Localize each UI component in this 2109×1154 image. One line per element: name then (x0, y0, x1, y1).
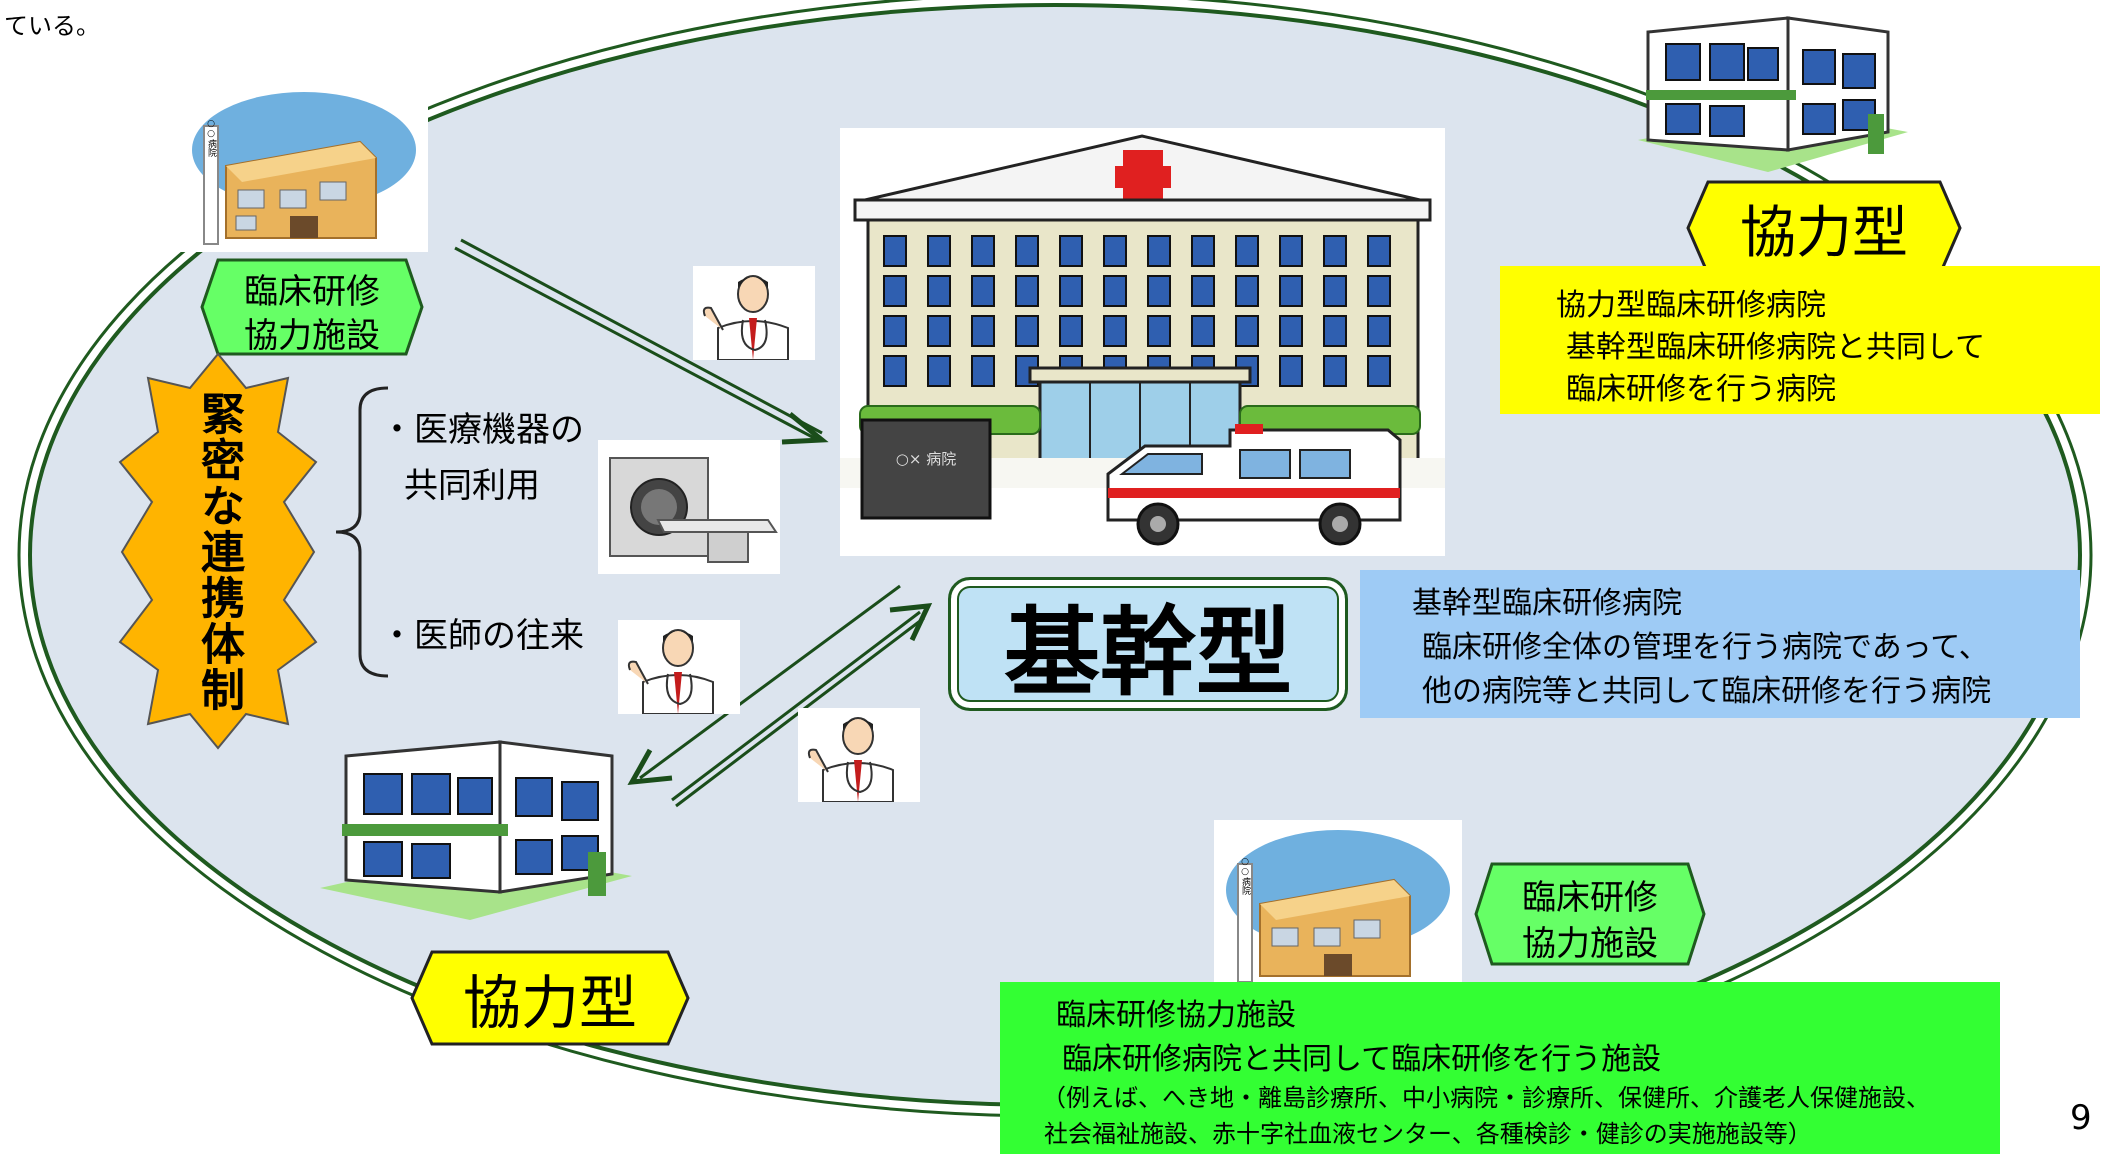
window (1147, 275, 1171, 307)
window (1191, 315, 1215, 347)
coop-desc-title: 協力型臨床研修病院 (1556, 288, 1826, 323)
window (1235, 275, 1259, 307)
window (1059, 315, 1083, 347)
page-number: 9 (2070, 1098, 2092, 1138)
window (1279, 355, 1303, 387)
cooperation-item2: ・医師の往来 (380, 616, 584, 656)
coop-type-badge-bottom: 協力型 (410, 950, 690, 1046)
window (1103, 275, 1127, 307)
window (883, 355, 907, 387)
window (1367, 235, 1391, 267)
facility-label-line2: 協力施設 (1522, 924, 1658, 964)
window (1367, 355, 1391, 387)
ambulance-icon (1106, 424, 1402, 546)
coop-type-label-bottom: 協力型 (462, 969, 637, 1037)
cooperation-item1-line1: ・医療機器の (380, 410, 584, 450)
coop-hospital-building (320, 738, 632, 920)
core-desc-line1: 臨床研修全体の管理を行う病院であって、 (1422, 630, 1989, 665)
coop-description: 協力型臨床研修病院 基幹型臨床研修病院と共同して 臨床研修を行う病院 (1500, 266, 2100, 414)
coop-type-label-top: 協力型 (1740, 200, 1908, 266)
top-note: ている。 (4, 12, 100, 40)
facility-badge-top-left: 臨床研修 協力施設 (200, 258, 424, 356)
facility-sign: ○○病院 (206, 119, 217, 158)
facility-sign: ○○病院 (1240, 857, 1251, 896)
window (1059, 235, 1083, 267)
facility-desc-line1: 臨床研修病院と共同して臨床研修を行う施設 (1062, 1042, 1662, 1077)
window (1279, 235, 1303, 267)
cooperation-item1-line2: 共同利用 (404, 466, 540, 506)
core-description: 基幹型臨床研修病院 臨床研修全体の管理を行う病院であって、 他の病院等と共同して… (1360, 570, 2080, 718)
coop-desc-line2: 臨床研修を行う病院 (1566, 372, 1836, 407)
cooperation-badge: 緊密な連携体制 (118, 352, 318, 750)
hospital-sign: ○× 病院 (896, 450, 956, 468)
doctor-icon (798, 708, 920, 803)
window (927, 355, 951, 387)
window (1367, 275, 1391, 307)
facility-description: 臨床研修協力施設 臨床研修病院と共同して臨床研修を行う施設 （例えば、へき地・離… (1000, 982, 2000, 1154)
window (1015, 315, 1039, 347)
coop-type-badge-top: 協力型 (1686, 180, 1962, 276)
window (1279, 275, 1303, 307)
window (927, 235, 951, 267)
cooperation-badge-label: 緊密な連携体制 (193, 391, 244, 713)
window (883, 315, 907, 347)
window (927, 315, 951, 347)
window (1191, 275, 1215, 307)
doctor-icon (618, 620, 740, 715)
ct-scanner-icon (598, 440, 780, 574)
window (1103, 315, 1127, 347)
doctor-icon (693, 266, 815, 361)
facility-building: ○○病院 (1214, 820, 1462, 992)
window (971, 315, 995, 347)
window (1015, 235, 1039, 267)
window (971, 355, 995, 387)
facility-label-line1: 臨床研修 (244, 272, 380, 312)
window (1059, 275, 1083, 307)
window (1323, 235, 1347, 267)
window (1191, 235, 1215, 267)
facility-desc-line3: 社会福祉施設、赤十字社血液センター、各種検診・健診の実施施設等） (1044, 1120, 1812, 1148)
window (1015, 275, 1039, 307)
facility-label-line1: 臨床研修 (1522, 878, 1658, 918)
core-desc-title: 基幹型臨床研修病院 (1412, 586, 1682, 621)
core-desc-line2: 他の病院等と共同して臨床研修を行う病院 (1422, 674, 1992, 709)
facility-desc-line2: （例えば、へき地・離島診療所、中小病院・診療所、保健所、介護老人保健施設、 (1042, 1084, 1930, 1112)
window (883, 275, 907, 307)
core-type-label: 基幹型 (1004, 596, 1292, 709)
core-hospital-building: ○× 病院 (840, 128, 1445, 556)
window (1103, 235, 1127, 267)
window (1235, 235, 1259, 267)
window (1147, 315, 1171, 347)
facility-desc-title: 臨床研修協力施設 (1056, 998, 1296, 1033)
hospital-icon: ○× 病院 (840, 134, 1445, 546)
facility-building: ○○病院 (180, 82, 428, 252)
window (1279, 315, 1303, 347)
coop-desc-line1: 基幹型臨床研修病院と共同して (1566, 330, 1986, 365)
coop-hospital-building (1638, 14, 1908, 172)
window (1323, 275, 1347, 307)
window (1367, 315, 1391, 347)
window (927, 275, 951, 307)
window (1235, 315, 1259, 347)
facility-label-line2: 協力施設 (244, 316, 380, 356)
window (971, 235, 995, 267)
core-type-box (948, 577, 1348, 711)
window (883, 235, 907, 267)
facility-badge-bottom-right: 臨床研修 協力施設 (1474, 862, 1706, 966)
window (1147, 235, 1171, 267)
arrow-core-to-coop (627, 584, 901, 785)
window (1323, 315, 1347, 347)
window (971, 275, 995, 307)
arrow-facility-to-core (454, 238, 829, 445)
window (1323, 355, 1347, 387)
